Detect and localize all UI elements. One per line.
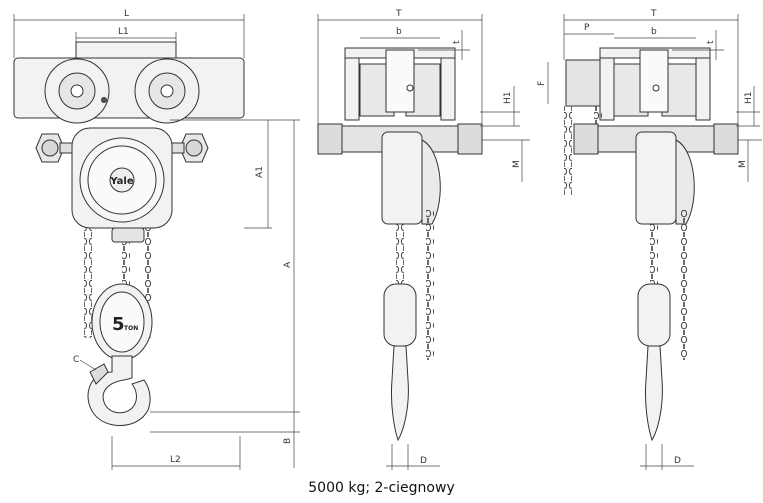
dim-A1: A1 bbox=[255, 166, 265, 178]
chain-drive-wheel bbox=[565, 59, 601, 107]
dim-M-2: M bbox=[738, 160, 748, 168]
dim-A: A bbox=[283, 261, 293, 268]
side-hoist-body bbox=[381, 131, 423, 225]
load-unit: TON bbox=[124, 325, 138, 332]
trolley-top-plate bbox=[75, 41, 177, 59]
side-chain-dim-labels: T P b t F H1 M D bbox=[537, 9, 754, 466]
front-dim-labels: L L1 A1 A B C L2 bbox=[73, 9, 293, 465]
dim-b-2: b bbox=[651, 27, 657, 37]
dim-F: F bbox=[537, 81, 547, 86]
side-chain-dimensions bbox=[547, 14, 762, 470]
dim-L2: L2 bbox=[170, 455, 181, 465]
bolt-nut-left bbox=[35, 133, 65, 163]
dim-L1: L1 bbox=[118, 27, 129, 37]
technical-drawing: Yale 5 TON L L1 A1 A bbox=[13, 9, 762, 470]
side-dimensions bbox=[317, 14, 530, 470]
dim-P: P bbox=[584, 23, 590, 33]
dim-T-2: T bbox=[650, 9, 657, 19]
chain-side-bottom-block bbox=[637, 283, 671, 347]
chain-right bbox=[145, 228, 153, 338]
dim-H1-2: H1 bbox=[744, 92, 754, 105]
side-chain-load bbox=[396, 224, 404, 284]
hook bbox=[87, 355, 151, 427]
dim-b: b bbox=[396, 27, 402, 37]
brand-label: Yale bbox=[109, 176, 133, 187]
side-bottom-block bbox=[383, 283, 417, 347]
front-view: Yale 5 TON bbox=[13, 41, 245, 427]
chain-left bbox=[84, 228, 92, 338]
hook-latch bbox=[89, 363, 109, 385]
chain-side-hoist-body bbox=[635, 131, 677, 225]
front-dimensions bbox=[13, 14, 300, 470]
side-chain-hand bbox=[426, 210, 434, 360]
dim-t-2: t bbox=[706, 40, 716, 44]
dim-T: T bbox=[395, 9, 402, 19]
dim-D-2: D bbox=[674, 456, 681, 466]
dim-D: D bbox=[420, 456, 427, 466]
caption: 5000 kg; 2-ciegnowy bbox=[308, 480, 455, 496]
dim-M: M bbox=[512, 160, 522, 168]
chain-side-hook bbox=[645, 345, 663, 442]
dim-C: C bbox=[73, 355, 79, 365]
dim-H1: H1 bbox=[503, 92, 513, 105]
side-view-chain bbox=[564, 47, 739, 442]
load-number: 5 bbox=[112, 314, 125, 335]
drive-chain bbox=[564, 106, 572, 196]
dim-t: t bbox=[452, 40, 462, 44]
bolt-nut-right bbox=[179, 133, 209, 163]
side-view bbox=[317, 47, 483, 442]
side-hook bbox=[391, 345, 409, 442]
beam-flange bbox=[385, 49, 415, 113]
side-dim-labels: T b t H1 M D bbox=[395, 9, 522, 466]
dim-L: L bbox=[124, 9, 129, 19]
dim-B: B bbox=[283, 438, 293, 444]
